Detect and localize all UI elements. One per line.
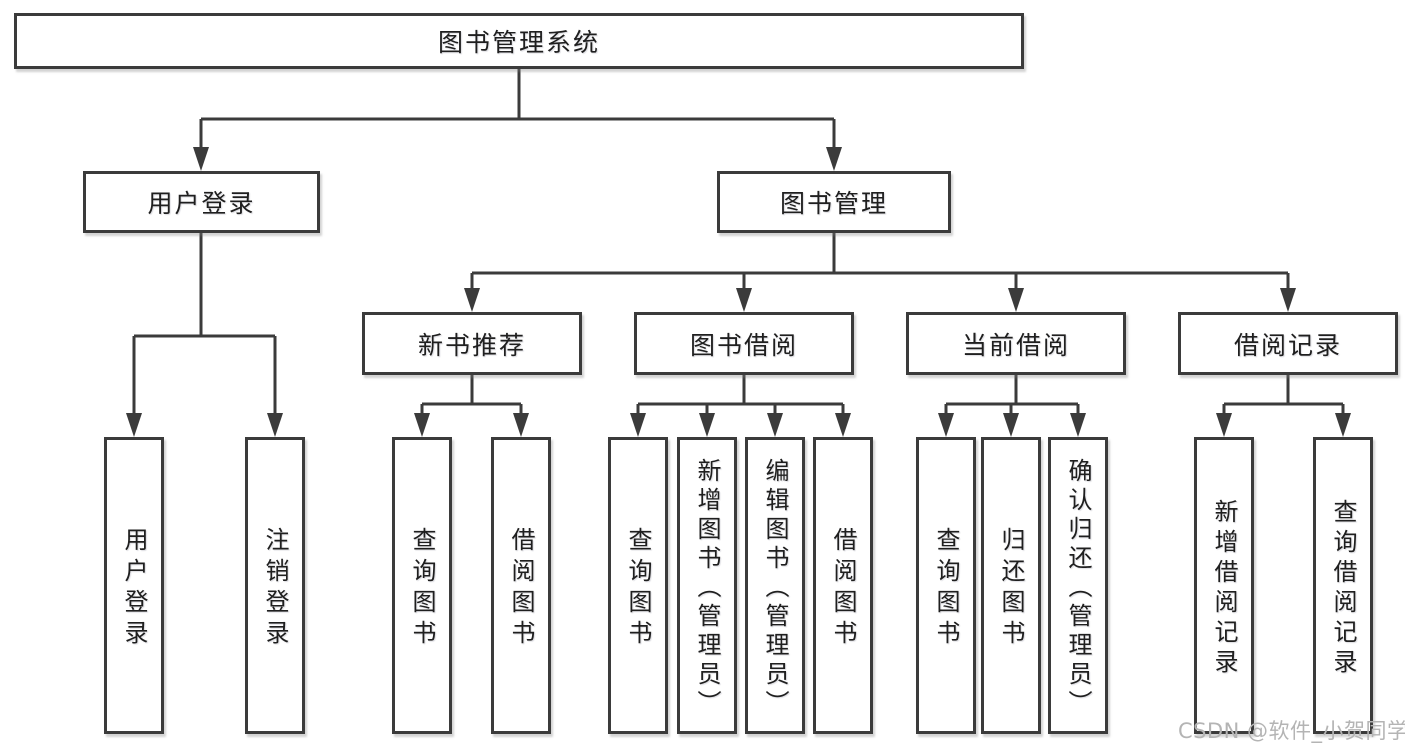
arrowhead [699,413,715,437]
leaf-borrowing-query-books: 查询图书 [608,437,668,734]
leaf-newbooks-query-books: 查询图书 [392,437,452,734]
node-borrowing-records: 借阅记录 [1178,312,1398,375]
connector-borrowing-records [1222,375,1345,417]
arrowhead [126,413,142,437]
node-new-book-recommend: 新书推荐 [362,312,582,375]
leaf-borrowing-edit-books-admin: 编辑图书（管理员） [745,437,805,734]
node-book-borrowing: 图书借阅 [634,312,854,375]
leaf-records-add-borrow-record: 新增借阅记录 [1194,437,1254,734]
connector-current-borrowing [944,375,1080,417]
arrowhead [826,147,842,171]
arrowhead [464,288,480,312]
leaf-borrowing-borrow-books: 借阅图书 [813,437,873,734]
arrowhead [513,413,529,437]
arrowhead [1335,413,1351,437]
connector-new-book-recommend [420,375,523,417]
node-current-borrowing: 当前借阅 [906,312,1126,375]
connector-root [199,69,836,150]
arrowhead [1280,288,1296,312]
watermark: CSDN @软件_小贺同学 [1178,719,1405,743]
arrowhead [1008,288,1024,312]
node-user-login: 用户登录 [83,171,320,233]
node-book-management: 图书管理 [717,171,951,233]
connector-book-borrowing [636,375,845,417]
arrowhead [1003,413,1019,437]
leaf-current-confirm-return-admin: 确认归还（管理员） [1048,437,1108,734]
arrowhead [1070,413,1086,437]
arrowhead [267,413,283,437]
leaf-current-query-books: 查询图书 [916,437,976,734]
arrowhead [767,413,783,437]
connector-book-management [470,233,1290,292]
arrowhead [938,413,954,437]
leaf-newbooks-borrow-books: 借阅图书 [491,437,551,734]
arrowhead [630,413,646,437]
leaf-user-login: 用户登录 [104,437,164,734]
leaf-records-query-borrow-record: 查询借阅记录 [1313,437,1373,734]
arrowhead [1216,413,1232,437]
leaf-borrowing-add-books-admin: 新增图书（管理员） [677,437,737,734]
arrowhead [736,288,752,312]
connector-user-login [132,233,277,418]
node-library-management-system: 图书管理系统 [14,13,1024,69]
arrowhead [414,413,430,437]
arrowhead [835,413,851,437]
arrowhead [193,147,209,171]
leaf-current-return-books: 归还图书 [981,437,1041,734]
leaf-logout: 注销登录 [245,437,305,734]
